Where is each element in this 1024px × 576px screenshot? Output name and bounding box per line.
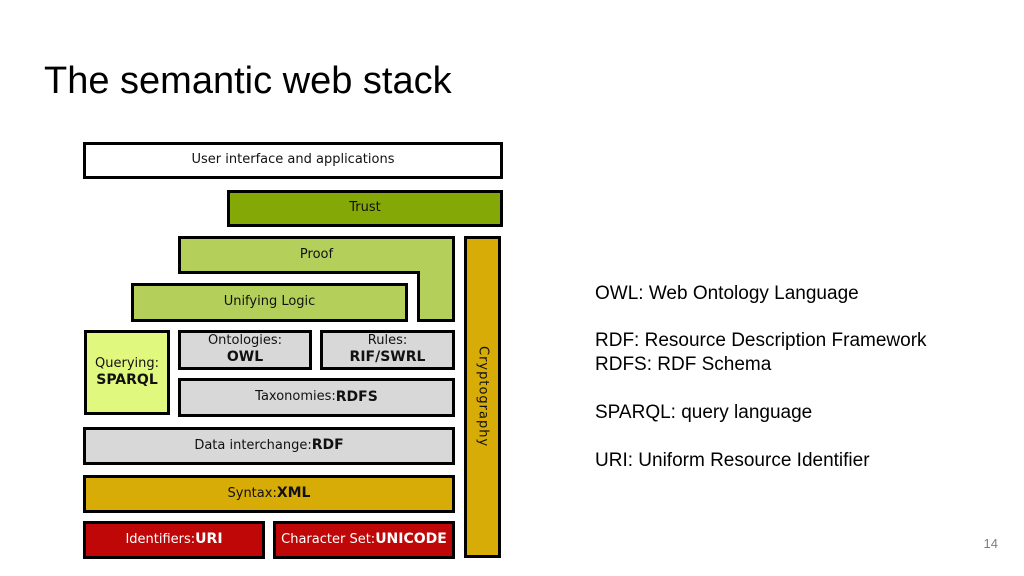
box-rules-rif-swrl: Rules: RIF/SWRL: [320, 330, 455, 370]
box-identifiers-uri: Identifiers: URI: [83, 521, 265, 559]
box-term: RDF: [311, 437, 344, 454]
box-label: Taxonomies:: [255, 389, 336, 405]
box-unifying-logic: Unifying Logic: [131, 283, 408, 322]
box-user-interface: User interface and applications: [83, 142, 503, 179]
box-label: Identifiers:: [125, 531, 196, 547]
box-label: User interface and applications: [191, 152, 395, 168]
box-proof: Proof: [178, 236, 455, 274]
box-term: UNICODE: [375, 531, 447, 548]
annotation-sparql: SPARQL: query language: [595, 402, 813, 423]
box-character-set-unicode: Character Set: UNICODE: [273, 521, 455, 559]
box-label: Cryptography: [475, 346, 491, 448]
box-label: Syntax:: [227, 485, 277, 501]
box-term: URI: [195, 531, 223, 548]
box-label: Data interchange:: [194, 437, 312, 453]
box-term: RDFS: [335, 388, 378, 405]
annotation-rdf: RDF: Resource Description Framework: [595, 330, 927, 351]
box-label: Trust: [349, 200, 381, 216]
annotation-rdfs: RDFS: RDF Schema: [595, 354, 772, 375]
box-proof-leg: [417, 271, 455, 322]
box-syntax-xml: Syntax: XML: [83, 475, 455, 513]
page-number: 14: [983, 536, 998, 551]
box-data-interchange-rdf: Data interchange: RDF: [83, 427, 455, 465]
annotation-owl: OWL: Web Ontology Language: [595, 283, 859, 304]
box-label: Proof: [299, 246, 334, 262]
box-ontologies-owl: Ontologies: OWL: [178, 330, 312, 370]
box-taxonomies-rdfs: Taxonomies: RDFS: [178, 378, 455, 417]
abbreviation-legend: OWL: Web Ontology Language RDF: Resource…: [595, 282, 995, 482]
box-label: Unifying Logic: [223, 294, 316, 310]
box-term: XML: [276, 485, 311, 502]
box-label: Character Set:: [281, 531, 376, 547]
box-cryptography: Cryptography: [464, 236, 501, 558]
page-title: The semantic web stack: [44, 60, 452, 102]
box-trust: Trust: [227, 190, 503, 227]
box-label: Querying:: [95, 355, 159, 371]
box-term: OWL: [226, 349, 264, 366]
box-querying-sparql: Querying: SPARQL: [84, 330, 170, 415]
box-label: Rules:: [367, 333, 408, 349]
annotation-uri: URI: Uniform Resource Identifier: [595, 450, 870, 471]
box-label: Ontologies:: [207, 333, 283, 349]
box-term: RIF/SWRL: [349, 349, 426, 366]
box-term: SPARQL: [96, 371, 158, 388]
